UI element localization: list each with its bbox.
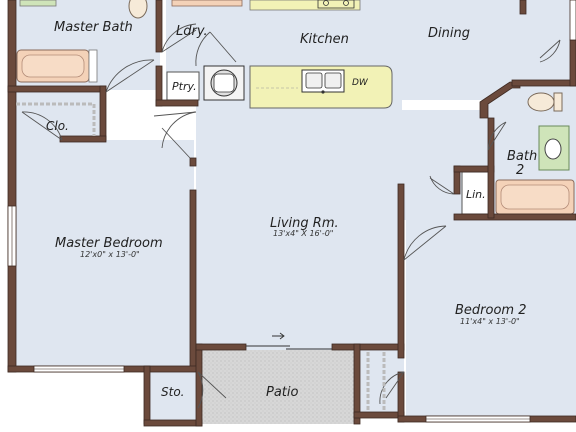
- dim-bedroom2: 11'x4" x 13'-0": [460, 317, 520, 326]
- door-bath2: [487, 121, 507, 151]
- label-patio: Patio: [266, 385, 299, 400]
- burner-1: [323, 0, 329, 6]
- master-bedroom-floor: [16, 140, 194, 366]
- wall-bed2-top: [453, 213, 576, 221]
- master-toilet: [128, 0, 148, 19]
- floor-areas: [14, 0, 576, 424]
- label-bath2-2: 2: [516, 163, 524, 178]
- door-mbath: [105, 59, 155, 93]
- sink-bowl-2: [324, 72, 342, 89]
- label-dining: Dining: [428, 26, 470, 41]
- shelving: [16, 102, 386, 412]
- door-mbed-leaf: [161, 127, 191, 159]
- doors: [21, 23, 561, 409]
- wall-mbed-right: [189, 189, 197, 371]
- label-master-bath: Master Bath: [54, 20, 133, 35]
- door-bed2: [403, 225, 447, 261]
- door-dining: [539, 39, 561, 63]
- shelf-master-closet: [16, 102, 96, 136]
- wall-closet-bottom: [59, 135, 107, 143]
- wall-patio-left: [195, 343, 203, 427]
- label-bedroom2: Bedroom 2: [455, 303, 527, 318]
- dim-living: 13'x4" X 16'-0": [273, 229, 333, 238]
- wall-mbath-bottom: [7, 85, 107, 93]
- labels: Master Bath Ldry. Kitchen Dining Ptry. D…: [46, 20, 537, 400]
- label-dishwasher: DW: [352, 78, 369, 88]
- wall-patio-top-right: [331, 343, 405, 351]
- storage-floor: [150, 370, 198, 422]
- wall-sto-bottom: [143, 419, 203, 427]
- range: [317, 0, 355, 9]
- door-closet: [21, 111, 63, 141]
- master-tub-rim: [88, 49, 98, 83]
- label-living: Living Rm.: [270, 216, 339, 231]
- master-vanity: [19, 0, 57, 7]
- patio-floor: [200, 350, 354, 424]
- label-master-bedroom: Master Bedroom: [55, 236, 163, 251]
- wall-bath2-left: [487, 117, 495, 219]
- closet-floor: [14, 92, 106, 140]
- dim-master-bedroom: 12'x0" x 13'-0": [80, 250, 140, 259]
- label-bath2-1: Bath: [507, 149, 537, 164]
- master-tub-inner: [21, 54, 85, 78]
- kitchen-top-counter: [249, 0, 361, 11]
- label-linen: Lin.: [466, 188, 486, 201]
- door-linen: [429, 175, 455, 195]
- bath2-basin: [544, 138, 562, 160]
- wall-left: [7, 0, 17, 373]
- door-sto: [197, 371, 227, 409]
- wall-closet-r-bottom: [353, 411, 405, 419]
- bath2-tank: [553, 92, 563, 112]
- closet-right-floor: [358, 350, 404, 416]
- wall-sto-left: [143, 365, 151, 425]
- bath2-tub-inner: [500, 184, 570, 210]
- faucet: [321, 90, 325, 94]
- slide-arrow: [272, 332, 285, 340]
- wall-bath2-top: [511, 79, 576, 87]
- wall-closet-right: [99, 85, 107, 141]
- label-laundry: Ldry.: [176, 24, 208, 39]
- burner-2: [343, 0, 349, 6]
- wall-kitchen-bottom: [155, 99, 199, 107]
- label-kitchen: Kitchen: [300, 32, 349, 47]
- wall-right-top: [519, 0, 527, 15]
- door-closet-r: [379, 371, 405, 405]
- wall-patio-top: [195, 343, 247, 351]
- label-closet: Clo.: [46, 119, 69, 133]
- fixtures: [16, 0, 575, 215]
- bath2-toilet: [527, 92, 555, 112]
- wall-right-side: [569, 39, 576, 87]
- windows: [7, 0, 576, 423]
- window-dining: [569, 0, 576, 41]
- door-mbed: [153, 111, 197, 149]
- sink-bowl-1: [305, 72, 323, 89]
- bedroom2-floor: [406, 216, 576, 416]
- living-floor: [196, 100, 402, 350]
- label-storage: Sto.: [161, 385, 184, 399]
- door-master-top: [161, 23, 197, 53]
- laundry-shelf: [171, 0, 243, 7]
- door-laundry: [195, 31, 237, 67]
- label-pantry: Ptry.: [172, 80, 197, 93]
- wall-mbed-right-top: [189, 157, 197, 167]
- wall-living-right: [397, 183, 405, 359]
- washer-door: [213, 73, 235, 93]
- wall-mbath-right: [155, 0, 163, 53]
- wall-closet-r-left: [353, 343, 361, 425]
